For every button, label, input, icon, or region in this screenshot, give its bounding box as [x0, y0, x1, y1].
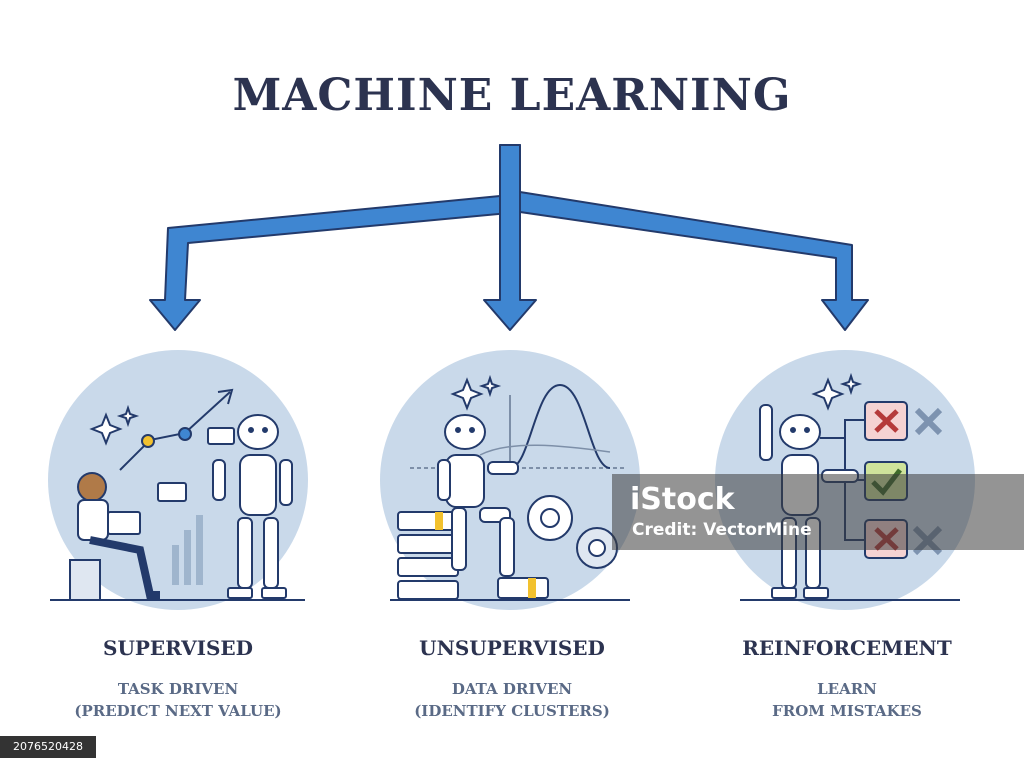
watermark-overlay: iStock Credit: VectorMine: [612, 474, 1024, 550]
description-line: TASK DRIVEN: [117, 680, 239, 698]
sparkle-icon: [811, 377, 845, 411]
description-line: (PREDICT NEXT VALUE): [74, 702, 282, 720]
sparkle-icon: [839, 372, 863, 396]
unsupervised-illustration: [390, 374, 630, 601]
branch-arrows: [149, 144, 869, 331]
laptop-icon: [107, 511, 141, 535]
arrow-right: [519, 191, 869, 331]
server-stack-icon: [397, 511, 549, 600]
supervised-illustration: [50, 388, 305, 601]
speech-bubble-icon: [157, 482, 187, 502]
seat-block: [69, 559, 101, 601]
sparkle-icon: [450, 377, 484, 411]
person-body: [77, 499, 109, 541]
sparkle-icon: [116, 404, 140, 428]
category-description-unsupervised: DATA DRIVEN (IDENTIFY CLUSTERS): [362, 678, 662, 722]
watermark-logo: iStock: [630, 482, 735, 517]
category-title-supervised: SUPERVISED: [103, 636, 253, 660]
speech-bubble-icon: [207, 427, 235, 445]
page-title: MACHINE LEARNING: [232, 70, 792, 121]
category-title-unsupervised: UNSUPERVISED: [419, 636, 605, 660]
bar-chart-bar: [172, 545, 179, 585]
person-head: [77, 472, 107, 502]
category-title-reinforcement: REINFORCEMENT: [742, 636, 952, 660]
data-point-blue: [178, 427, 192, 441]
distribution-curve-flat: [479, 444, 611, 456]
watermark-credit: Credit: VectorMine: [632, 520, 812, 540]
bar-chart-bar: [184, 530, 191, 585]
description-line: DATA DRIVEN: [451, 680, 573, 698]
trend-arrow-icon: [119, 391, 231, 471]
description-line: FROM MISTAKES: [772, 702, 922, 720]
wrong-checkbox-icon: [864, 401, 908, 441]
robot-icon: [437, 414, 519, 577]
category-description-supervised: TASK DRIVEN (PREDICT NEXT VALUE): [28, 678, 328, 722]
robot-icon: [212, 414, 293, 599]
arrow-left: [149, 144, 521, 331]
faded-x-icon: [914, 407, 943, 436]
description-line: LEARN: [817, 680, 877, 698]
gear-icon: [527, 495, 618, 569]
arrow-center: [483, 144, 537, 331]
data-point-yellow: [141, 434, 155, 448]
sparkle-icon: [89, 412, 123, 446]
category-description-reinforcement: LEARN FROM MISTAKES: [697, 678, 997, 722]
stock-id-label: 2076520428: [0, 736, 96, 758]
sparkle-icon: [478, 374, 502, 398]
bar-chart-bar: [196, 515, 203, 585]
person-legs: [89, 536, 160, 599]
arrow-head-icon: [217, 388, 234, 405]
description-line: (IDENTIFY CLUSTERS): [414, 702, 610, 720]
